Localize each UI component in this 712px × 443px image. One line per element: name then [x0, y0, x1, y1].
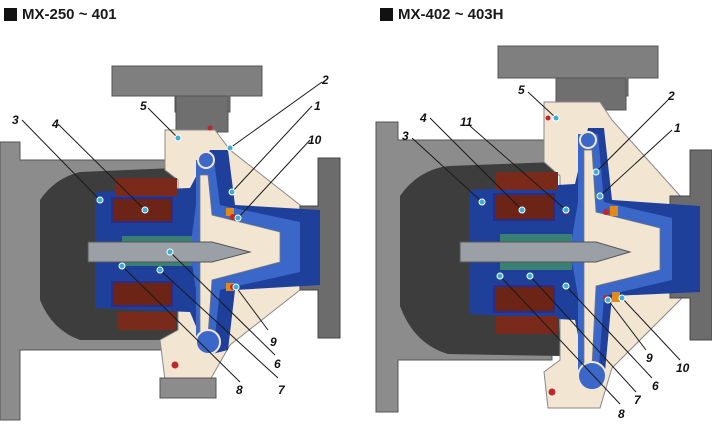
callout-right-9: 9 — [646, 351, 653, 365]
callout-right-5: 5 — [518, 83, 525, 97]
callout-left-2: 2 — [321, 73, 329, 87]
diagram-title-left: MX-250 ~ 401 — [4, 6, 117, 23]
inner-magnet-bottom-right — [493, 285, 555, 313]
callout-right-4: 4 — [419, 111, 427, 125]
callout-labels-left: 1 2 3 4 5 6 7 8 9 10 — [12, 73, 329, 397]
title-text-left: MX-250 ~ 401 — [22, 6, 117, 23]
callout-left-4: 4 — [51, 117, 59, 131]
thrust-ring-bottom-right — [612, 292, 620, 302]
outer-magnet-top-right — [496, 172, 558, 190]
callout-left-3: 3 — [12, 113, 19, 127]
title-text-right: MX-402 ~ 403H — [398, 6, 504, 23]
callout-left-9: 9 — [270, 335, 277, 349]
title-square-icon — [4, 8, 17, 21]
callout-right-6: 6 — [652, 379, 659, 393]
leaders-left — [21, 81, 323, 383]
shaft-right — [459, 241, 632, 263]
callout-right-2: 2 — [667, 89, 675, 103]
title-square-icon — [380, 8, 393, 21]
outer-magnet-bottom-left — [118, 312, 176, 330]
callout-labels-right: 1 2 3 4 5 6 7 8 9 10 11 — [402, 83, 690, 421]
callout-left-5: 5 — [140, 99, 147, 113]
pump-left: 1 2 3 4 5 6 7 8 9 10 — [0, 65, 341, 421]
inner-magnet-top-right — [493, 193, 555, 221]
impeller-bulb-top-left — [197, 151, 215, 169]
oring-lower-right — [548, 388, 556, 396]
thrust-ring-top-right — [610, 206, 618, 216]
discharge-neck-left — [175, 95, 229, 133]
inner-magnet-top-left — [111, 197, 173, 223]
oring-lower-left — [171, 361, 179, 369]
oring-upper-left — [207, 125, 213, 131]
outer-magnet-top-left — [115, 178, 177, 196]
callout-left-7: 7 — [278, 383, 286, 397]
diagram-title-right: MX-402 ~ 403H — [380, 6, 503, 23]
callout-right-11: 11 — [460, 115, 473, 129]
impeller-bulb-bottom-right — [577, 361, 607, 391]
pump-right: 1 2 3 4 5 6 7 8 9 10 11 — [375, 45, 712, 421]
callout-right-8: 8 — [618, 407, 625, 421]
drain-boss-left — [159, 377, 217, 399]
callout-left-6: 6 — [274, 357, 281, 371]
impeller-bulb-bottom-left — [195, 329, 221, 355]
thrust-ring-top-left — [226, 208, 234, 216]
callout-left-8: 8 — [236, 383, 243, 397]
callout-left-10: 10 — [308, 133, 322, 147]
leaders-right — [411, 91, 681, 405]
oring-top-right — [603, 209, 609, 215]
callout-right-3: 3 — [402, 129, 409, 143]
oring-top-left — [230, 214, 236, 220]
impeller-bulb-top-right — [579, 131, 597, 149]
callout-right-1: 1 — [674, 121, 681, 135]
outer-magnet-bottom-right — [496, 316, 558, 334]
callout-left-1: 1 — [314, 99, 321, 113]
oring-upper-right — [545, 115, 551, 121]
callout-right-10: 10 — [676, 361, 690, 375]
callout-right-7: 7 — [634, 393, 642, 407]
